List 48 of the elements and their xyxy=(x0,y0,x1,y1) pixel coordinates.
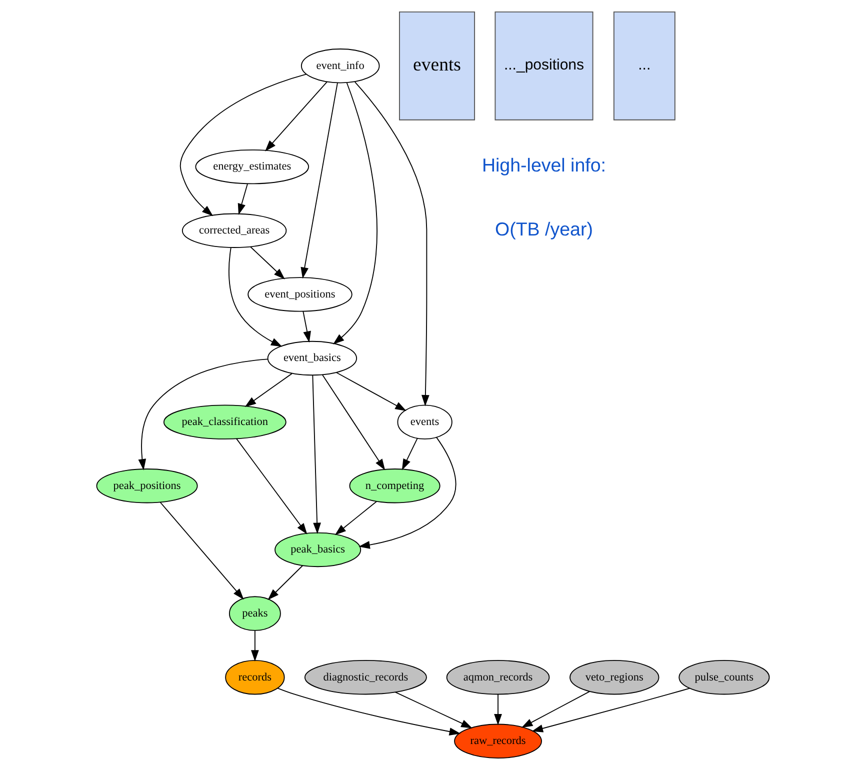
node-ellipse: peaks xyxy=(228,596,281,631)
arrow xyxy=(160,502,244,600)
label: O(TB /year) xyxy=(495,218,593,240)
arrow xyxy=(244,373,292,408)
arrow xyxy=(354,82,430,406)
node-ellipse: peak_positions xyxy=(96,468,198,504)
node-ellipse: peak_classification xyxy=(163,404,286,440)
node-ellipse: events xyxy=(397,404,452,440)
label: High-level info: xyxy=(482,154,606,176)
arrow xyxy=(312,374,321,534)
arrow xyxy=(250,246,285,280)
node-ellipse: diagnostic_records xyxy=(304,660,427,695)
arrow xyxy=(180,74,307,216)
node-ellipse: pulse_counts xyxy=(678,660,770,695)
node-ellipse: veto_regions xyxy=(570,660,660,695)
node-ellipse: raw_records xyxy=(454,724,542,759)
arrow xyxy=(322,374,386,470)
node-ellipse: event_info xyxy=(300,48,380,84)
arrow xyxy=(402,438,418,470)
arrow xyxy=(277,688,461,736)
arrow xyxy=(532,688,690,732)
arrow xyxy=(302,310,311,343)
arrow xyxy=(300,82,338,279)
node-ellipse: aqmon_records xyxy=(446,660,550,695)
arrow xyxy=(494,694,502,726)
arrow xyxy=(251,630,259,662)
node-ellipse: peak_basics xyxy=(274,532,362,568)
arrow xyxy=(238,183,248,215)
arrow xyxy=(268,565,304,600)
arrow xyxy=(334,501,377,536)
node-ellipse: n_competing xyxy=(349,468,440,504)
arrow xyxy=(265,81,328,152)
node-ellipse: event_basics xyxy=(267,340,358,376)
arrow xyxy=(138,358,268,470)
node-ellipse: corrected_areas xyxy=(182,213,287,248)
node-box: ... xyxy=(613,11,676,120)
arrow xyxy=(521,690,590,728)
arrow xyxy=(332,82,378,344)
arrow xyxy=(358,436,456,549)
arrow xyxy=(394,692,472,728)
node-ellipse: records xyxy=(225,660,285,695)
node-box: ..._positions xyxy=(494,11,594,120)
node-ellipse: energy_estimates xyxy=(195,149,310,184)
arrow xyxy=(236,438,308,534)
arrow xyxy=(228,247,282,347)
arrow xyxy=(336,372,406,412)
node-box: events xyxy=(399,11,476,120)
node-ellipse: event_positions xyxy=(248,277,352,312)
